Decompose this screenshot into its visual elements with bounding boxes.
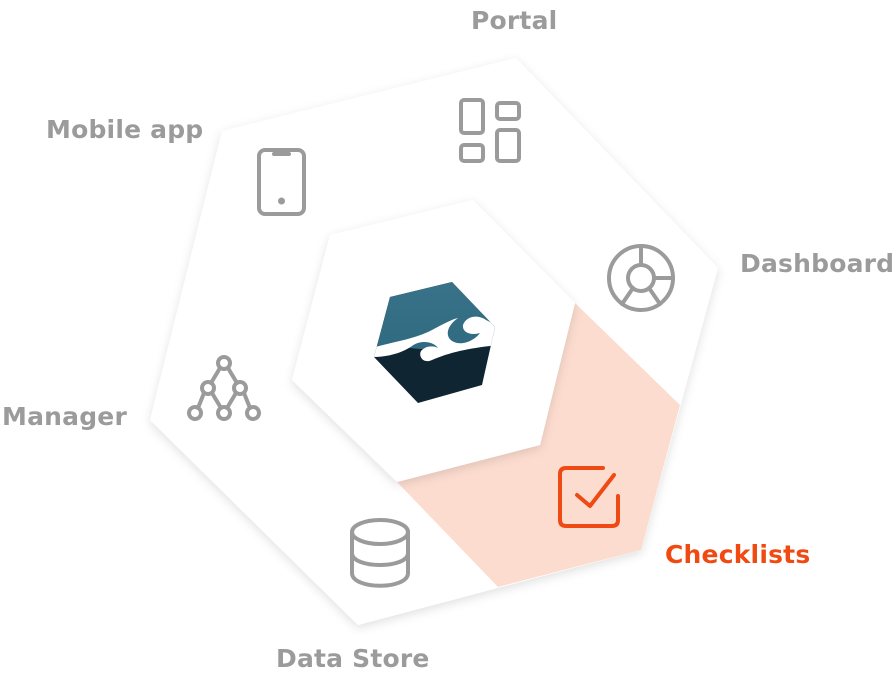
label-checklists[interactable]: Checklists <box>665 540 811 569</box>
label-portal[interactable]: Portal <box>471 6 558 35</box>
checkbox-icon[interactable] <box>558 466 620 528</box>
donut-chart-icon[interactable] <box>607 244 675 312</box>
smartphone-icon[interactable] <box>257 148 306 216</box>
tree-network-icon[interactable] <box>187 355 261 421</box>
checklists-segment-highlight[interactable] <box>397 303 680 587</box>
database-icon[interactable] <box>350 518 410 588</box>
label-manager[interactable]: Manager <box>2 402 127 431</box>
label-dashboard[interactable]: Dashboard <box>740 249 895 278</box>
label-mobile-app[interactable]: Mobile app <box>46 115 204 144</box>
grid-layout-icon[interactable] <box>459 98 521 163</box>
label-data-store[interactable]: Data Store <box>276 644 430 673</box>
